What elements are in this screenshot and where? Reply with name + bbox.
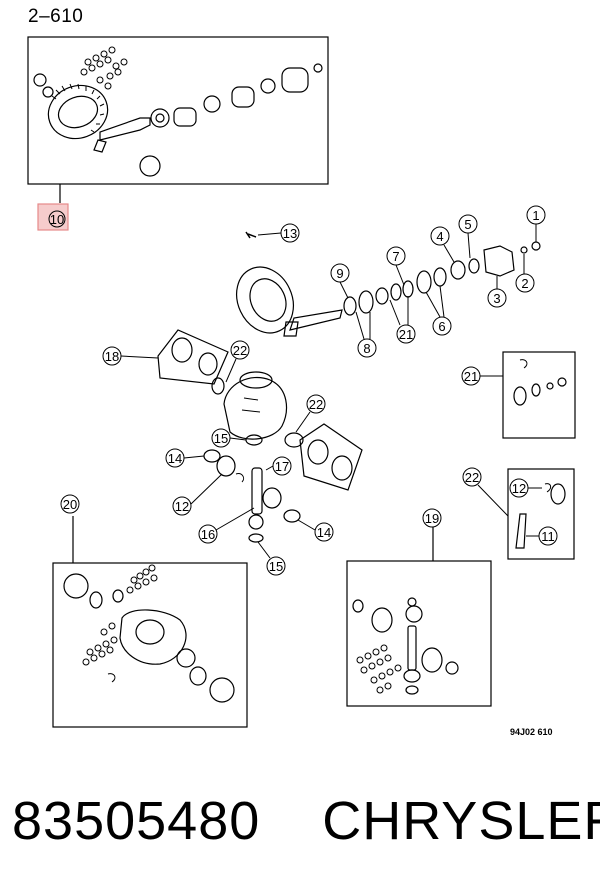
callout-17[interactable]: 17 (275, 459, 289, 474)
callout-15-lower[interactable]: 15 (269, 559, 283, 574)
callout-15-upper[interactable]: 15 (214, 431, 228, 446)
callout-14-left[interactable]: 14 (168, 451, 182, 466)
brand-name: CHRYSLER (322, 791, 600, 851)
inset-21 (502, 351, 576, 439)
callout-20[interactable]: 20 (63, 497, 77, 512)
callout-19[interactable]: 19 (425, 511, 439, 526)
callout-21-inset[interactable]: 21 (464, 369, 478, 384)
callout-12-inset[interactable]: 12 (512, 481, 526, 496)
callout-10[interactable]: 10 (50, 212, 64, 227)
callout-9[interactable]: 9 (336, 266, 343, 281)
callout-8[interactable]: 8 (363, 341, 370, 356)
inset-19 (346, 527, 492, 707)
callout-10-highlighted[interactable] (37, 203, 69, 231)
callout-11[interactable]: 11 (541, 529, 555, 544)
callout-21-main[interactable]: 21 (399, 327, 413, 342)
callout-3[interactable]: 3 (493, 291, 500, 306)
page-reference: 2–610 (28, 6, 84, 27)
part-number: 83505480 (12, 791, 261, 851)
callout-5[interactable]: 5 (464, 217, 471, 232)
drawing-code: 94J02 610 (510, 727, 553, 737)
callout-12-main[interactable]: 12 (175, 499, 189, 514)
callout-6[interactable]: 6 (438, 319, 445, 334)
callout-2[interactable]: 2 (521, 276, 528, 291)
main-exploded-view (157, 231, 541, 543)
callout-22-inset[interactable]: 22 (465, 470, 479, 485)
callout-18[interactable]: 18 (105, 349, 119, 364)
footer-caption: 83505480 CHRYSLER (12, 790, 600, 852)
callout-1[interactable]: 1 (532, 208, 539, 223)
exploded-differential-diagram: 10 13 1 5 4 7 9 2 3 21 6 8 18 22 21 22 1… (27, 36, 576, 728)
callout-22-upper[interactable]: 22 (233, 343, 247, 358)
callout-22-middle[interactable]: 22 (309, 397, 323, 412)
inset-20 (52, 516, 248, 728)
inset-ring-pinion-set (27, 36, 329, 203)
callout-7[interactable]: 7 (392, 249, 399, 264)
callout-4[interactable]: 4 (436, 229, 443, 244)
callout-14-right[interactable]: 14 (317, 525, 331, 540)
callout-13[interactable]: 13 (283, 226, 297, 241)
callout-16[interactable]: 16 (201, 527, 215, 542)
inset-22 (507, 468, 575, 560)
